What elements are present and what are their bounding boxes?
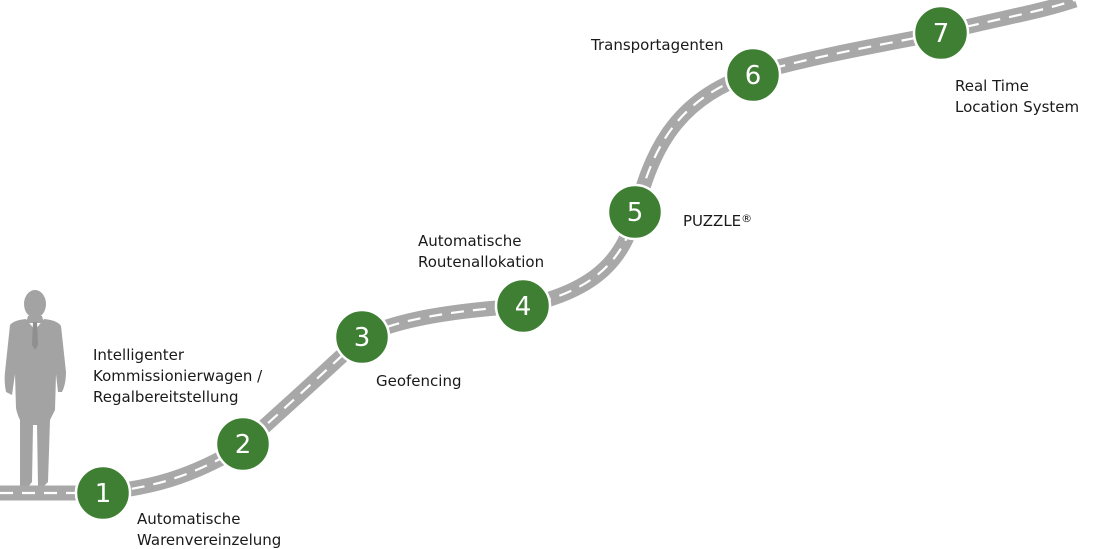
milestone-4-label-line-1: Automatische [418, 232, 522, 250]
milestone-7-number: 7 [933, 19, 950, 49]
milestone-1-label-line-1: Automatische [137, 510, 241, 528]
milestone-5: 5 [606, 183, 664, 241]
milestone-6-label: Transportagenten [591, 35, 723, 56]
milestone-2-label: Intelligenter Kommissionierwagen / Regal… [93, 345, 262, 408]
milestone-5-label-text: PUZZLE [683, 212, 742, 230]
milestone-1-number: 1 [95, 479, 112, 509]
milestone-6: 6 [724, 46, 782, 104]
milestone-2-label-line-3: Regalbereitstellung [93, 388, 239, 406]
milestone-5-label: PUZZLE® [683, 208, 752, 232]
milestone-2: 2 [214, 415, 272, 473]
milestone-3-label: Geofencing [376, 371, 462, 392]
milestone-2-label-line-2: Kommissionierwagen / [93, 367, 263, 385]
milestone-3: 3 [333, 308, 391, 366]
milestone-6-label-line-1: Transportagenten [591, 36, 724, 54]
milestone-5-number: 5 [627, 198, 644, 228]
milestone-4-number: 4 [515, 292, 532, 322]
milestone-3-label-line-1: Geofencing [376, 372, 462, 390]
milestone-7: 7 [912, 4, 970, 62]
milestone-2-circle [214, 415, 272, 473]
milestone-4-label-line-2: Routenallokation [418, 253, 545, 271]
milestone-4-circle [494, 277, 552, 335]
milestone-6-number: 6 [745, 61, 762, 91]
milestone-4: 4 [494, 277, 552, 335]
milestone-markers: 1 2 3 4 5 6 7 [74, 4, 970, 522]
milestone-4-label: Automatische Routenallokation [418, 231, 544, 273]
milestone-1-label: Automatische Warenvereinzelung [137, 509, 281, 549]
milestone-5-circle [606, 183, 664, 241]
milestone-1-circle [74, 464, 132, 522]
registered-trademark-mark: ® [741, 212, 753, 225]
milestone-7-label: Real Time Location System [955, 76, 1079, 118]
milestone-1-label-line-2: Warenvereinzelung [137, 531, 282, 549]
milestone-7-label-line-2: Location System [955, 98, 1080, 116]
milestone-2-number: 2 [235, 430, 252, 460]
milestone-7-label-line-1: Real Time [955, 77, 1029, 95]
milestone-6-circle [724, 46, 782, 104]
businessman-silhouette-icon [4, 290, 66, 487]
milestone-7-circle [912, 4, 970, 62]
milestone-3-number: 3 [354, 323, 371, 353]
milestone-1: 1 [74, 464, 132, 522]
milestone-2-label-line-1: Intelligenter [93, 346, 185, 364]
milestone-5-label-line-1: PUZZLE® [683, 208, 752, 232]
milestone-3-circle [333, 308, 391, 366]
